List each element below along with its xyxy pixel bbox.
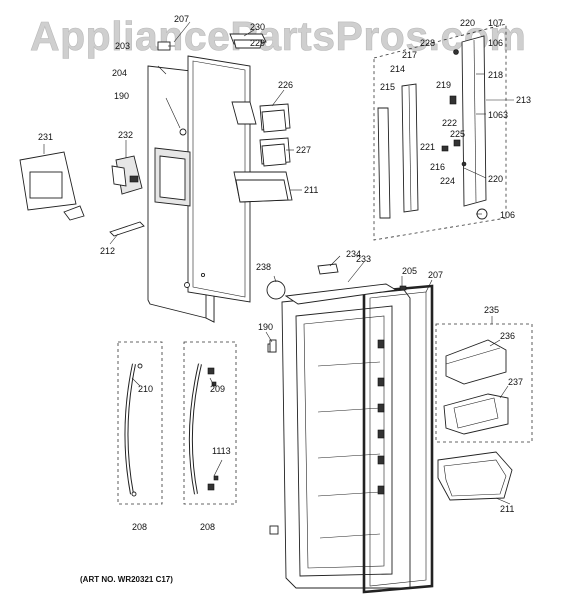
leader-lines: [43, 21, 514, 505]
callout-203: 203: [115, 41, 130, 51]
callout-210: 210: [138, 384, 153, 394]
callout-211a: 211: [304, 185, 318, 195]
callout-235: 235: [484, 305, 499, 315]
callout-215: 215: [380, 82, 395, 92]
handle-box-209: [183, 341, 237, 505]
callout-219: 219: [436, 80, 451, 90]
callout-232: 232: [118, 130, 133, 140]
callout-107: 107: [488, 18, 503, 28]
part-212: [109, 221, 145, 237]
callout-228: 228: [420, 38, 435, 48]
callout-238: 238: [256, 262, 271, 272]
callout-220b: 220: [488, 174, 503, 184]
callout-218: 218: [488, 70, 503, 80]
callout-211b: 211: [500, 504, 514, 514]
callout-222: 222: [442, 118, 457, 128]
callout-208a: 208: [132, 522, 147, 532]
callout-234: 234: [346, 249, 361, 259]
callout-190b: 190: [258, 322, 273, 332]
door-bins-upper: [231, 101, 293, 203]
callout-221: 221: [420, 142, 435, 152]
callout-212: 212: [100, 246, 115, 256]
bin-211-lower: [437, 451, 513, 501]
callout-190a: 190: [114, 91, 129, 101]
callout-209: 209: [210, 384, 225, 394]
callout-1113: 1113: [212, 446, 231, 456]
callout-236: 236: [500, 331, 515, 341]
dispenser-cover-231: [19, 151, 85, 221]
fresh-food-door-assembly: [266, 263, 434, 594]
ice-chute-motor-232: [111, 155, 143, 195]
art-number: (ART NO. WR20321 C17): [80, 575, 173, 584]
callout-labels: 207 203 230 229 204 190 226 227 211 231 …: [38, 14, 531, 532]
callout-213: 213: [516, 95, 531, 105]
callout-1063: 1063: [488, 110, 508, 120]
callout-226: 226: [278, 80, 293, 90]
door-bin-box-235: [435, 323, 533, 443]
callout-207a: 207: [174, 14, 189, 24]
callout-224: 224: [440, 176, 455, 186]
callout-106b: 106: [500, 210, 515, 220]
dispenser-door-assembly: [147, 33, 267, 323]
callout-233: 233: [356, 254, 371, 264]
watermark-text: AppliancePartsPros.com: [30, 13, 526, 59]
callout-237: 237: [508, 377, 523, 387]
callout-106a: 106: [488, 38, 503, 48]
handle-box-210: [117, 341, 163, 505]
callout-216: 216: [430, 162, 445, 172]
callout-217: 217: [402, 50, 417, 60]
callout-205: 205: [402, 266, 417, 276]
callout-220a: 220: [460, 18, 475, 28]
callout-229: 229: [250, 38, 265, 48]
callout-225: 225: [450, 129, 465, 139]
hinge-assembly-box-213: [373, 23, 507, 241]
callout-227: 227: [296, 145, 311, 155]
callout-214: 214: [390, 64, 405, 74]
callout-204: 204: [112, 68, 127, 78]
callout-207b: 207: [428, 270, 443, 280]
callout-230: 230: [250, 22, 265, 32]
callout-231: 231: [38, 132, 53, 142]
callout-208b: 208: [200, 522, 215, 532]
